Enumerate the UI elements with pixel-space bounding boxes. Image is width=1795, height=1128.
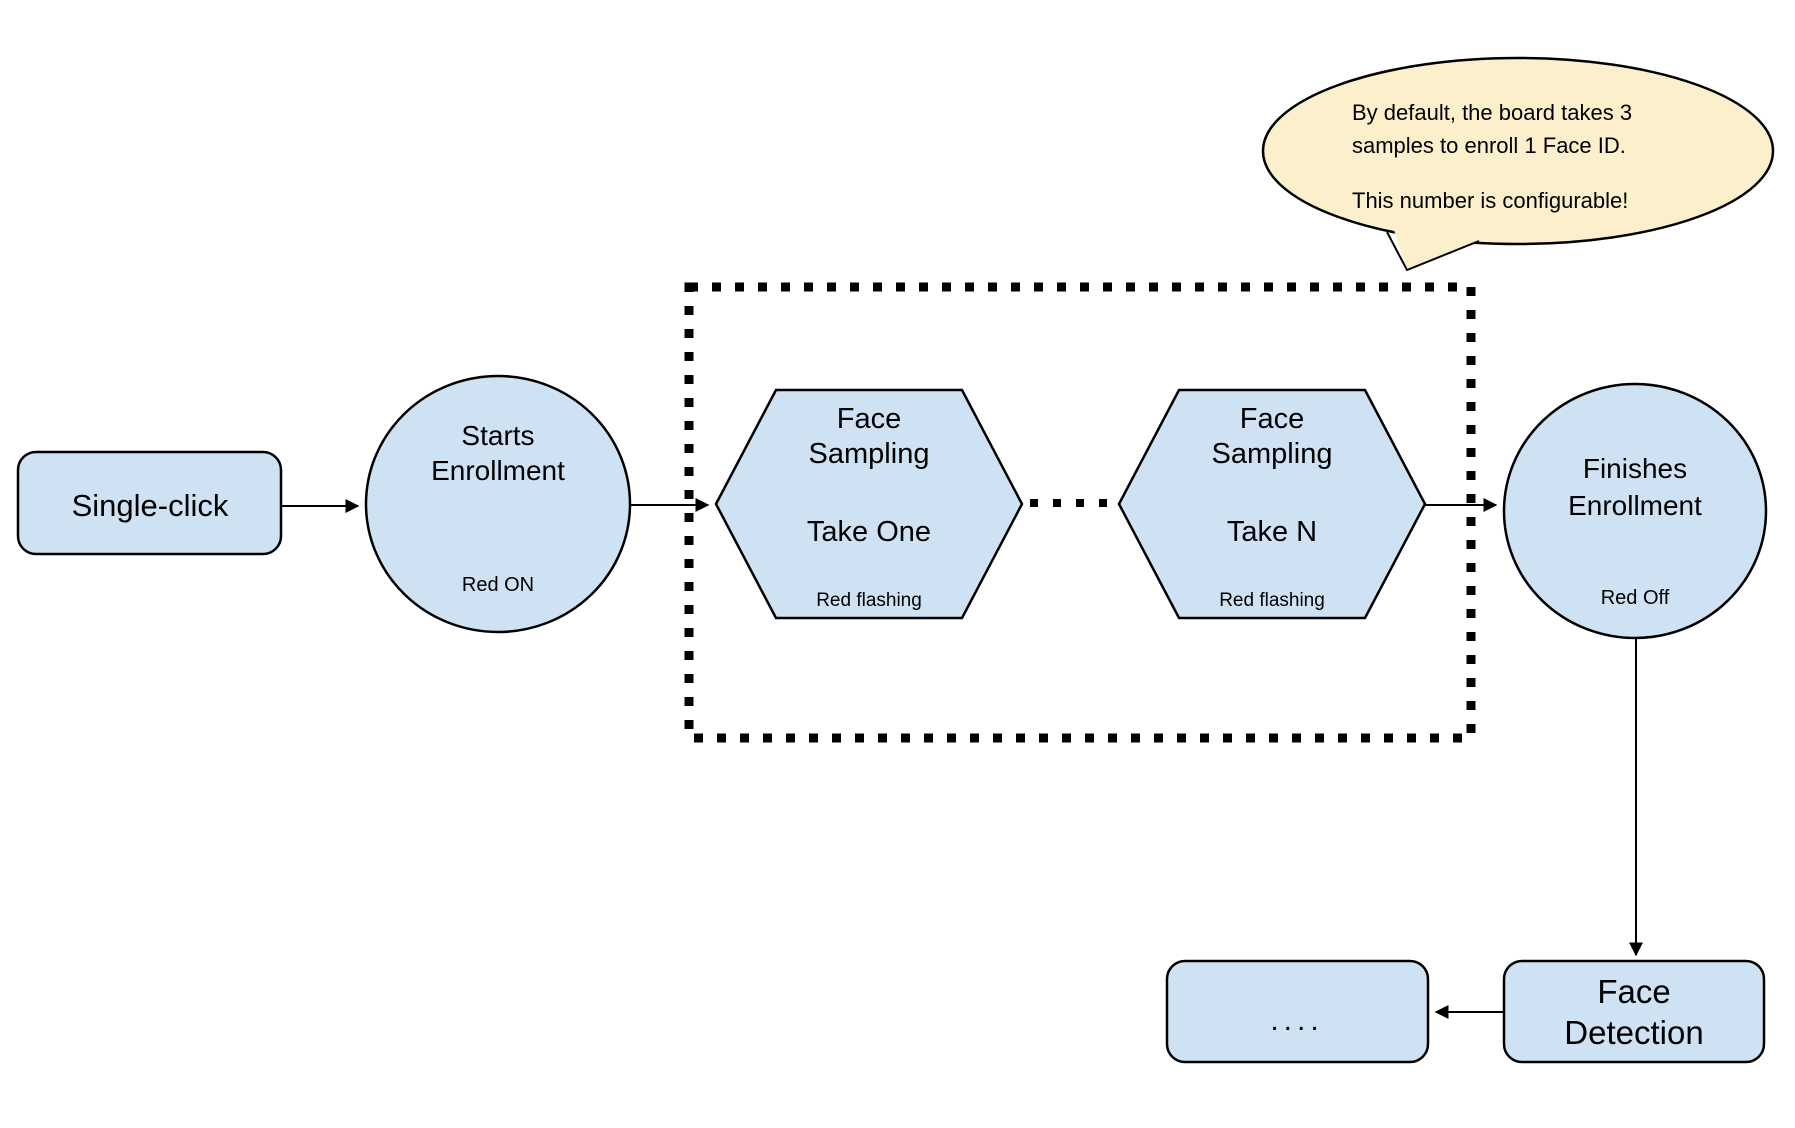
callout-ellipse: [1261, 56, 1775, 246]
callout-text-line2: samples to enroll 1 Face ID.: [1352, 133, 1626, 158]
continuation-label: ....: [1270, 1004, 1323, 1037]
callout-bubble: By default, the board takes 3 samples to…: [1261, 56, 1775, 272]
starts-enrollment-line2: Enrollment: [431, 455, 565, 486]
single-click-label: Single-click: [72, 488, 229, 523]
face-detection-line1: Face: [1597, 973, 1670, 1010]
node-finishes-enrollment: Finishes Enrollment Red Off: [1502, 382, 1768, 640]
node-continuation: ....: [1165, 959, 1430, 1064]
sample-n-status: Red flashing: [1219, 590, 1325, 611]
sampling-group-dotted-border: [684, 282, 1476, 743]
callout-text-line3: This number is configurable!: [1352, 188, 1628, 213]
finishes-enrollment-line1: Finishes: [1583, 453, 1687, 484]
sample-n-line2: Sampling: [1212, 438, 1333, 470]
node-starts-enrollment: Starts Enrollment Red ON: [364, 374, 632, 634]
callout-text-line1: By default, the board takes 3: [1352, 100, 1632, 125]
face-detection-line2: Detection: [1564, 1014, 1703, 1051]
sample-one-line1: Face: [837, 403, 901, 435]
node-face-sampling-take-n: Face Sampling Take N Red flashing: [1117, 388, 1427, 620]
sample-one-take: Take One: [807, 516, 931, 548]
finishes-enrollment-line2: Enrollment: [1568, 490, 1702, 521]
finishes-enrollment-status: Red Off: [1601, 587, 1670, 609]
node-single-click: Single-click: [16, 450, 283, 556]
sample-one-line2: Sampling: [809, 438, 930, 470]
sample-n-line1: Face: [1240, 403, 1304, 435]
callout-tail: [1389, 215, 1486, 270]
continuation-box: [1165, 959, 1430, 1064]
single-click-box: [16, 450, 283, 556]
sample-one-status: Red flashing: [816, 590, 922, 611]
sample-n-take: Take N: [1227, 516, 1317, 548]
callout-tail-outline: [1386, 231, 1480, 272]
starts-enrollment-line1: Starts: [461, 420, 534, 451]
starts-enrollment-status: Red ON: [462, 574, 534, 596]
node-face-sampling-take-one: Face Sampling Take One Red flashing: [714, 388, 1024, 620]
node-face-detection: Face Detection: [1502, 959, 1766, 1064]
sample-one-hexagon: [714, 388, 1024, 620]
